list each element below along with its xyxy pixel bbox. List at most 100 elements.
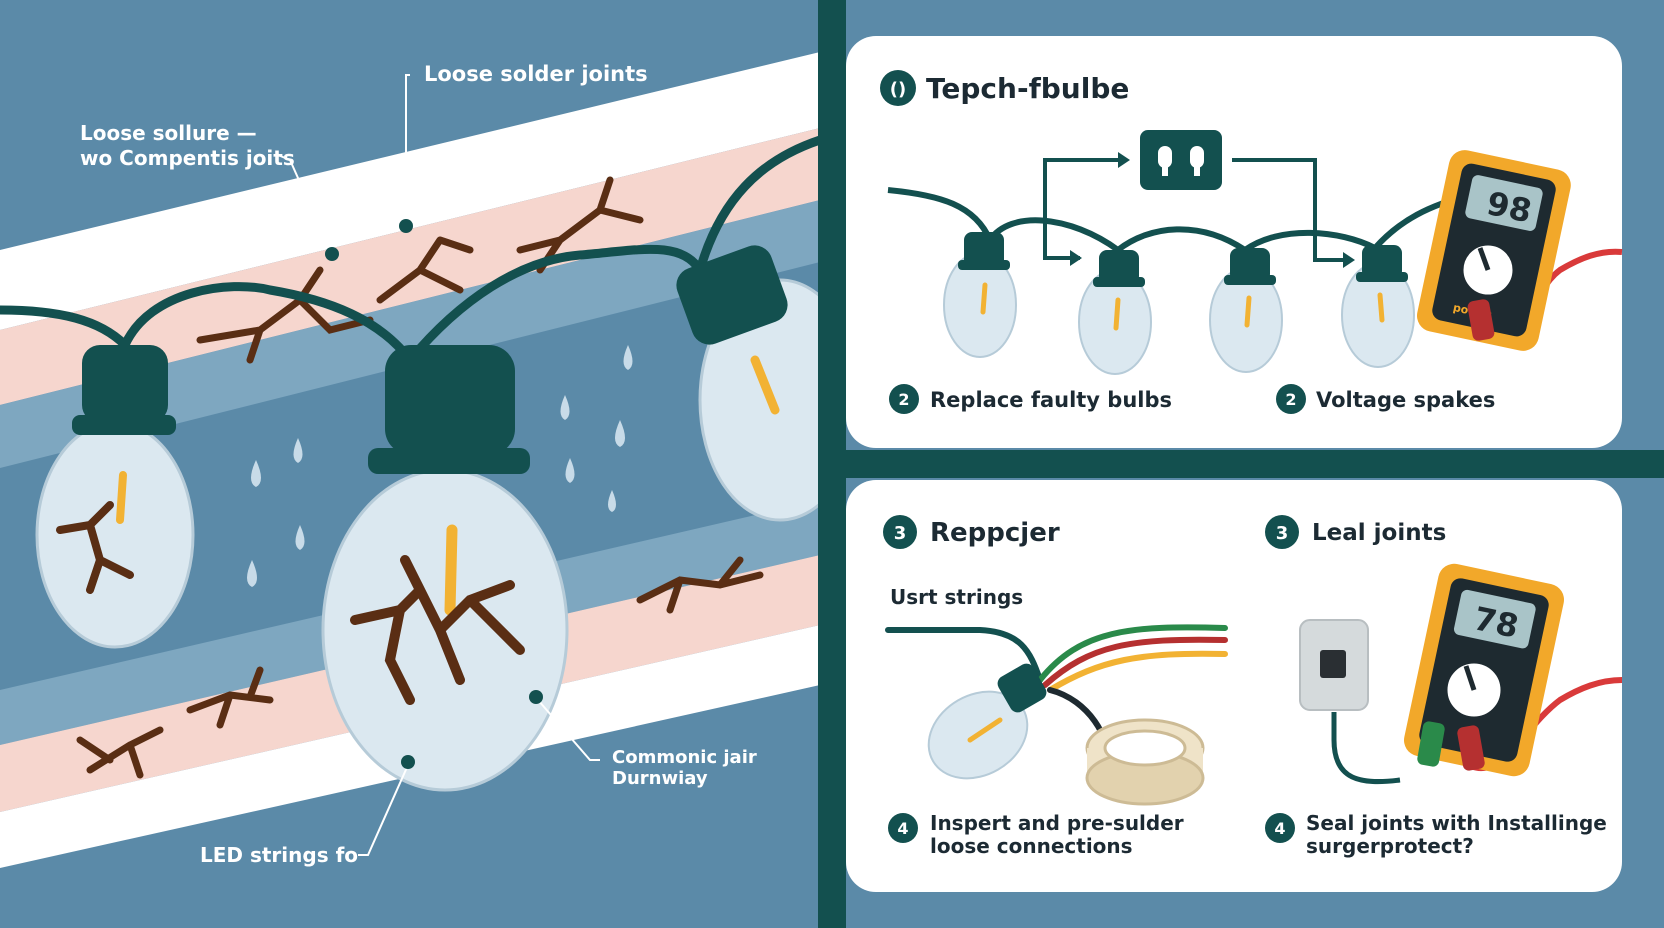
top-title-badge-text: () — [890, 79, 906, 100]
top-step-left-label: Replace faulty bulbs — [930, 388, 1172, 412]
callout-right-label-1: Commonic jair — [612, 747, 757, 768]
tape-ring — [1085, 718, 1205, 806]
drop-4 — [295, 525, 305, 550]
top-bulb-4 — [1341, 245, 1415, 368]
top-bulb-2 — [1078, 250, 1152, 375]
top-multimeter: 98 power — [1416, 150, 1623, 351]
bulb-left — [35, 345, 195, 649]
bottom-card: 3 Reppcjer 3 Leal joints Usrt strings — [846, 480, 1623, 892]
wall-plug — [1299, 619, 1401, 785]
band-white-top — [0, 52, 820, 330]
bulb-left-socket — [82, 345, 168, 423]
wire-green — [1037, 624, 1228, 683]
bottom-meter-screen — [1453, 589, 1536, 649]
bottom-step-left-line2: loose connections — [930, 834, 1133, 858]
bottom-left-title: Reppcjer — [930, 518, 1060, 548]
bulb-left-glass — [35, 421, 195, 649]
left-panel: Loose solder joints Loose sollure — wo C… — [0, 0, 862, 928]
top-title-badge — [880, 70, 916, 106]
top-meter-probe — [1467, 299, 1495, 341]
bottom-card-bg — [846, 480, 1622, 892]
bulb-center-socket — [385, 345, 515, 455]
bottom-right-badge-text: 3 — [1276, 523, 1289, 544]
top-meter-screen — [1465, 175, 1543, 231]
top-bulb-1 — [943, 232, 1017, 358]
callout-right-label-2: Durnwiay — [612, 768, 708, 789]
bulb-left-collar — [72, 415, 176, 435]
drop-6 — [623, 345, 633, 370]
callout-left-label-2: wo Compentis joits — [80, 146, 295, 170]
callout-right-dot — [529, 690, 543, 704]
top-step-left-badge-text: 2 — [898, 390, 909, 409]
bottom-right-badge — [1265, 515, 1299, 549]
plug-icon — [1158, 146, 1204, 176]
drop-3 — [247, 560, 257, 587]
top-step-left-badge — [889, 384, 919, 414]
flow-arrows — [1043, 158, 1350, 262]
top-card: () Tepch-fbulbe — [846, 36, 1623, 448]
water-drops — [247, 345, 633, 587]
callout-bottom-line — [358, 764, 409, 856]
bottom-step-right-badge-text: 4 — [1274, 819, 1285, 838]
bottom-left-badge-text: 3 — [894, 523, 907, 544]
bottom-meter-needle — [1463, 665, 1477, 691]
wire-red — [1042, 636, 1228, 688]
callout-left-label-1: Loose sollure — — [80, 121, 257, 145]
crack-2 — [376, 236, 474, 304]
bulb-center-filament — [444, 524, 458, 616]
bottom-multimeter: 78 — [1404, 563, 1623, 777]
drop-7 — [615, 420, 625, 447]
top-step-right-label: Voltage spakes — [1316, 388, 1495, 412]
bottom-step-left-badge — [888, 813, 918, 843]
bulb-right-filament — [750, 355, 780, 415]
wire-teal — [885, 627, 1043, 683]
bottom-bulb — [927, 663, 1047, 780]
bulb-left-crack — [56, 501, 134, 594]
callout-bottom-dot — [401, 755, 415, 769]
drop-9 — [608, 490, 616, 512]
top-step-right-badge-text: 2 — [1285, 390, 1296, 409]
band-blue-mid — [0, 200, 820, 468]
bottom-right-title: Leal joints — [1312, 520, 1446, 546]
arrow-heads — [1070, 152, 1355, 268]
drop-1 — [293, 438, 303, 463]
callout-dots — [325, 219, 543, 769]
top-bulb-3 — [1209, 248, 1283, 373]
wire-label: Usrt strings — [890, 585, 1023, 609]
top-meter-needle — [1477, 247, 1491, 271]
bottom-meter-probe-green — [1417, 721, 1445, 767]
callout-right-line — [537, 699, 600, 761]
panel-divider-horizontal — [818, 450, 1664, 478]
arrow-right-down — [1232, 158, 1350, 262]
callout-top-line — [405, 74, 410, 220]
top-step-right-badge — [1276, 384, 1306, 414]
top-meter-reading: 98 — [1483, 184, 1534, 230]
callout-top-dot — [399, 219, 413, 233]
bottom-meter-reading: 78 — [1470, 599, 1521, 645]
callout-top-label: Loose solder joints — [424, 62, 648, 86]
drop-5 — [560, 395, 570, 420]
crack-6 — [186, 666, 274, 729]
bottom-meter-probe-red — [1457, 725, 1485, 771]
crack-4 — [636, 556, 764, 614]
callout-left-dot — [325, 247, 339, 261]
crack-5 — [76, 726, 164, 779]
bulb-center-crack — [350, 555, 525, 705]
bottom-step-left-line1: Inspert and pre-sulder — [930, 811, 1184, 835]
bottom-step-right-badge — [1265, 813, 1295, 843]
callout-left-line — [277, 154, 331, 251]
bulb-center — [321, 345, 569, 792]
bottom-step-right-line2: surgerprotect? — [1306, 834, 1474, 858]
bottom-step-right-line1: Seal joints with Installinge — [1306, 811, 1607, 835]
plug-box — [1140, 130, 1222, 190]
bulb-right-socket — [676, 245, 788, 345]
bulb-left-filament — [116, 471, 127, 524]
callout-bottom-label: LED strings fo — [200, 843, 358, 867]
top-title: Tepch-fbulbe — [926, 72, 1129, 105]
wire-yellow — [1047, 650, 1228, 693]
wire-bundle — [885, 624, 1228, 763]
callout-lines — [277, 74, 600, 856]
drop-2 — [251, 460, 261, 487]
bottom-step-left-badge-text: 4 — [897, 819, 908, 838]
